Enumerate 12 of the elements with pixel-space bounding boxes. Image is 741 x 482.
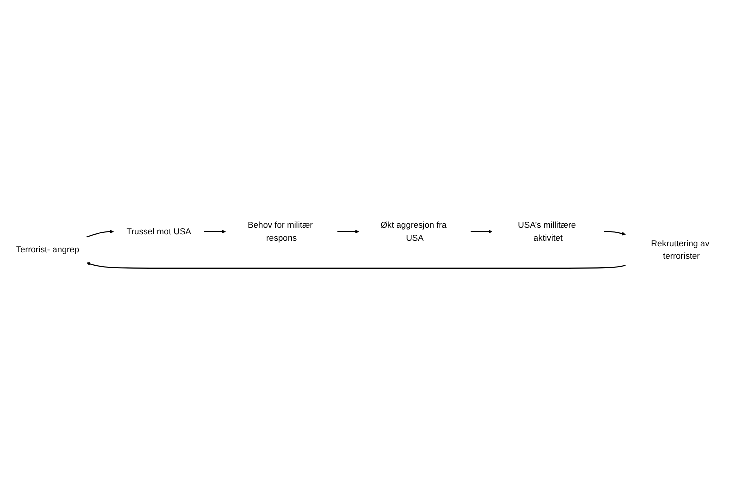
node-text: Terrorist- angrep xyxy=(16,245,80,255)
arrow xyxy=(470,230,493,234)
arrow xyxy=(338,230,360,234)
node-text: Økt aggresjon fra USA xyxy=(380,220,447,244)
arrow xyxy=(86,230,114,238)
node-text: Rekruttering av terrorister xyxy=(651,238,710,262)
node-text: Behov for militær respons xyxy=(248,220,314,244)
node-text: USA’s millitære aktivitet xyxy=(518,220,576,244)
arrow xyxy=(604,231,626,236)
arrow xyxy=(86,262,626,269)
arrow xyxy=(204,230,226,234)
node-text: Trussel mot USA xyxy=(126,227,192,237)
